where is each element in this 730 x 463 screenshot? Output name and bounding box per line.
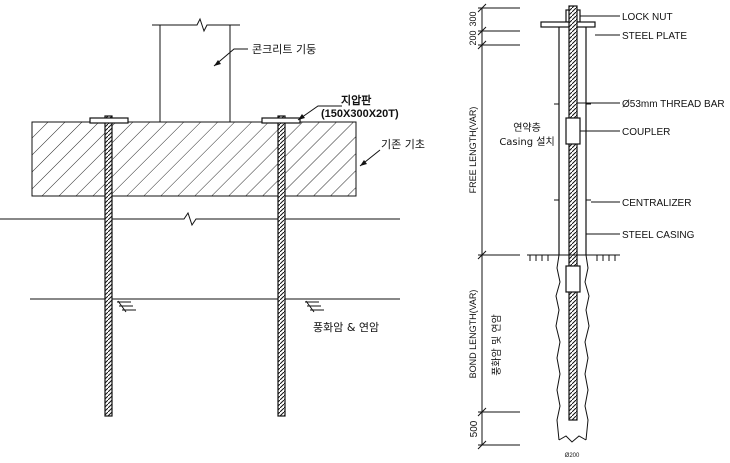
ground-ticks (529, 255, 616, 261)
label-concrete-column: 콘크리트 기둥 (252, 43, 316, 56)
callout-coupler: COUPLER (622, 127, 670, 138)
dim-500: 500 (469, 420, 480, 437)
leader-plate (297, 105, 342, 121)
rock-hatch-symbol (117, 300, 324, 313)
steel-plate (540, 21, 596, 28)
label-existing-foundation: 기존 기초 (381, 138, 425, 151)
label-soft-layer: 연약층 (513, 122, 541, 134)
dim-200: 200 (468, 30, 478, 45)
label-borehole-diameter: Ø200 (565, 453, 580, 459)
left-section-drawing (0, 17, 400, 417)
label-weathered-rock: 풍화암 및 연암 (491, 314, 503, 376)
bearing-plate-right (261, 117, 301, 124)
callout-steel-plate: STEEL PLATE (622, 31, 687, 42)
leader-column (213, 48, 248, 67)
coupler-lower (565, 265, 581, 293)
thread-bar (568, 5, 578, 421)
label-casing-install: Casing 설치 (499, 136, 554, 148)
anchor-bar-right (277, 115, 286, 417)
borehole-bottom (558, 435, 587, 443)
callout-steel-casing: STEEL CASING (622, 230, 695, 241)
label-bearing-plate: 지압판 (341, 93, 371, 107)
label-bearing-plate-size: (150X300X20T) (321, 108, 399, 120)
dim-free-length: FREE LENGTH(VAR) (468, 107, 478, 194)
concrete-column (152, 17, 240, 122)
anchor-bar-left (104, 115, 113, 417)
callout-lock-nut: LOCK NUT (622, 12, 673, 23)
callout-thread-bar: Ø53mm THREAD BAR (622, 99, 725, 110)
right-anchor-detail (477, 3, 620, 450)
label-rock: 풍화암 & 연암 (313, 321, 379, 334)
callout-centralizer: CENTRALIZER (622, 198, 691, 209)
bearing-plate-left (89, 117, 129, 124)
existing-foundation (31, 121, 357, 197)
dim-bond-length: BOND LENGTH(VAR) (468, 290, 478, 379)
ground-line (0, 211, 400, 227)
dim-300: 300 (468, 11, 478, 26)
coupler-upper (565, 117, 581, 145)
borehole-left-wall (555, 254, 561, 441)
borehole-right-wall (584, 254, 590, 441)
centralizers (554, 103, 591, 201)
